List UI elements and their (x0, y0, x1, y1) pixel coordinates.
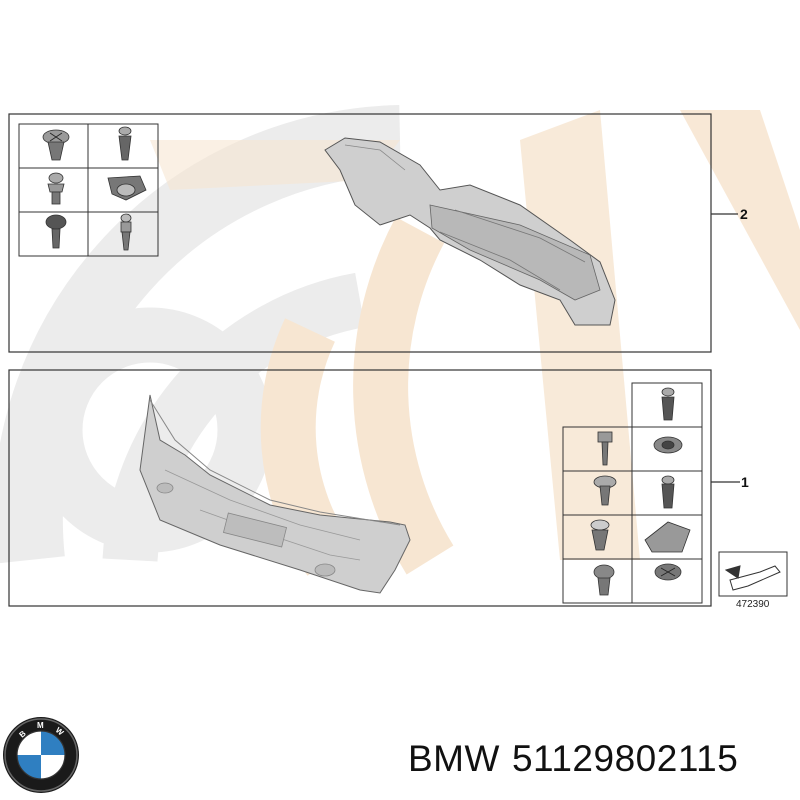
front-bumper-illustration (139, 394, 411, 594)
svg-text:B: B (18, 729, 28, 740)
rear-bumper-illustration (324, 137, 616, 326)
svg-text:W: W (54, 726, 66, 738)
callout-label-1: 1 (741, 474, 749, 490)
fastener-grid-top (18, 123, 159, 257)
reference-number: 472390 (736, 599, 770, 610)
svg-text:M: M (37, 721, 44, 730)
callout-label-2: 2 (740, 206, 748, 222)
fastener-grid-bottom (562, 382, 703, 604)
brand-name: BMW (408, 738, 500, 779)
part-number: 51129802115 (511, 738, 739, 779)
product-caption: BMW 51129802115 (408, 738, 738, 780)
reference-symbol (718, 551, 788, 597)
